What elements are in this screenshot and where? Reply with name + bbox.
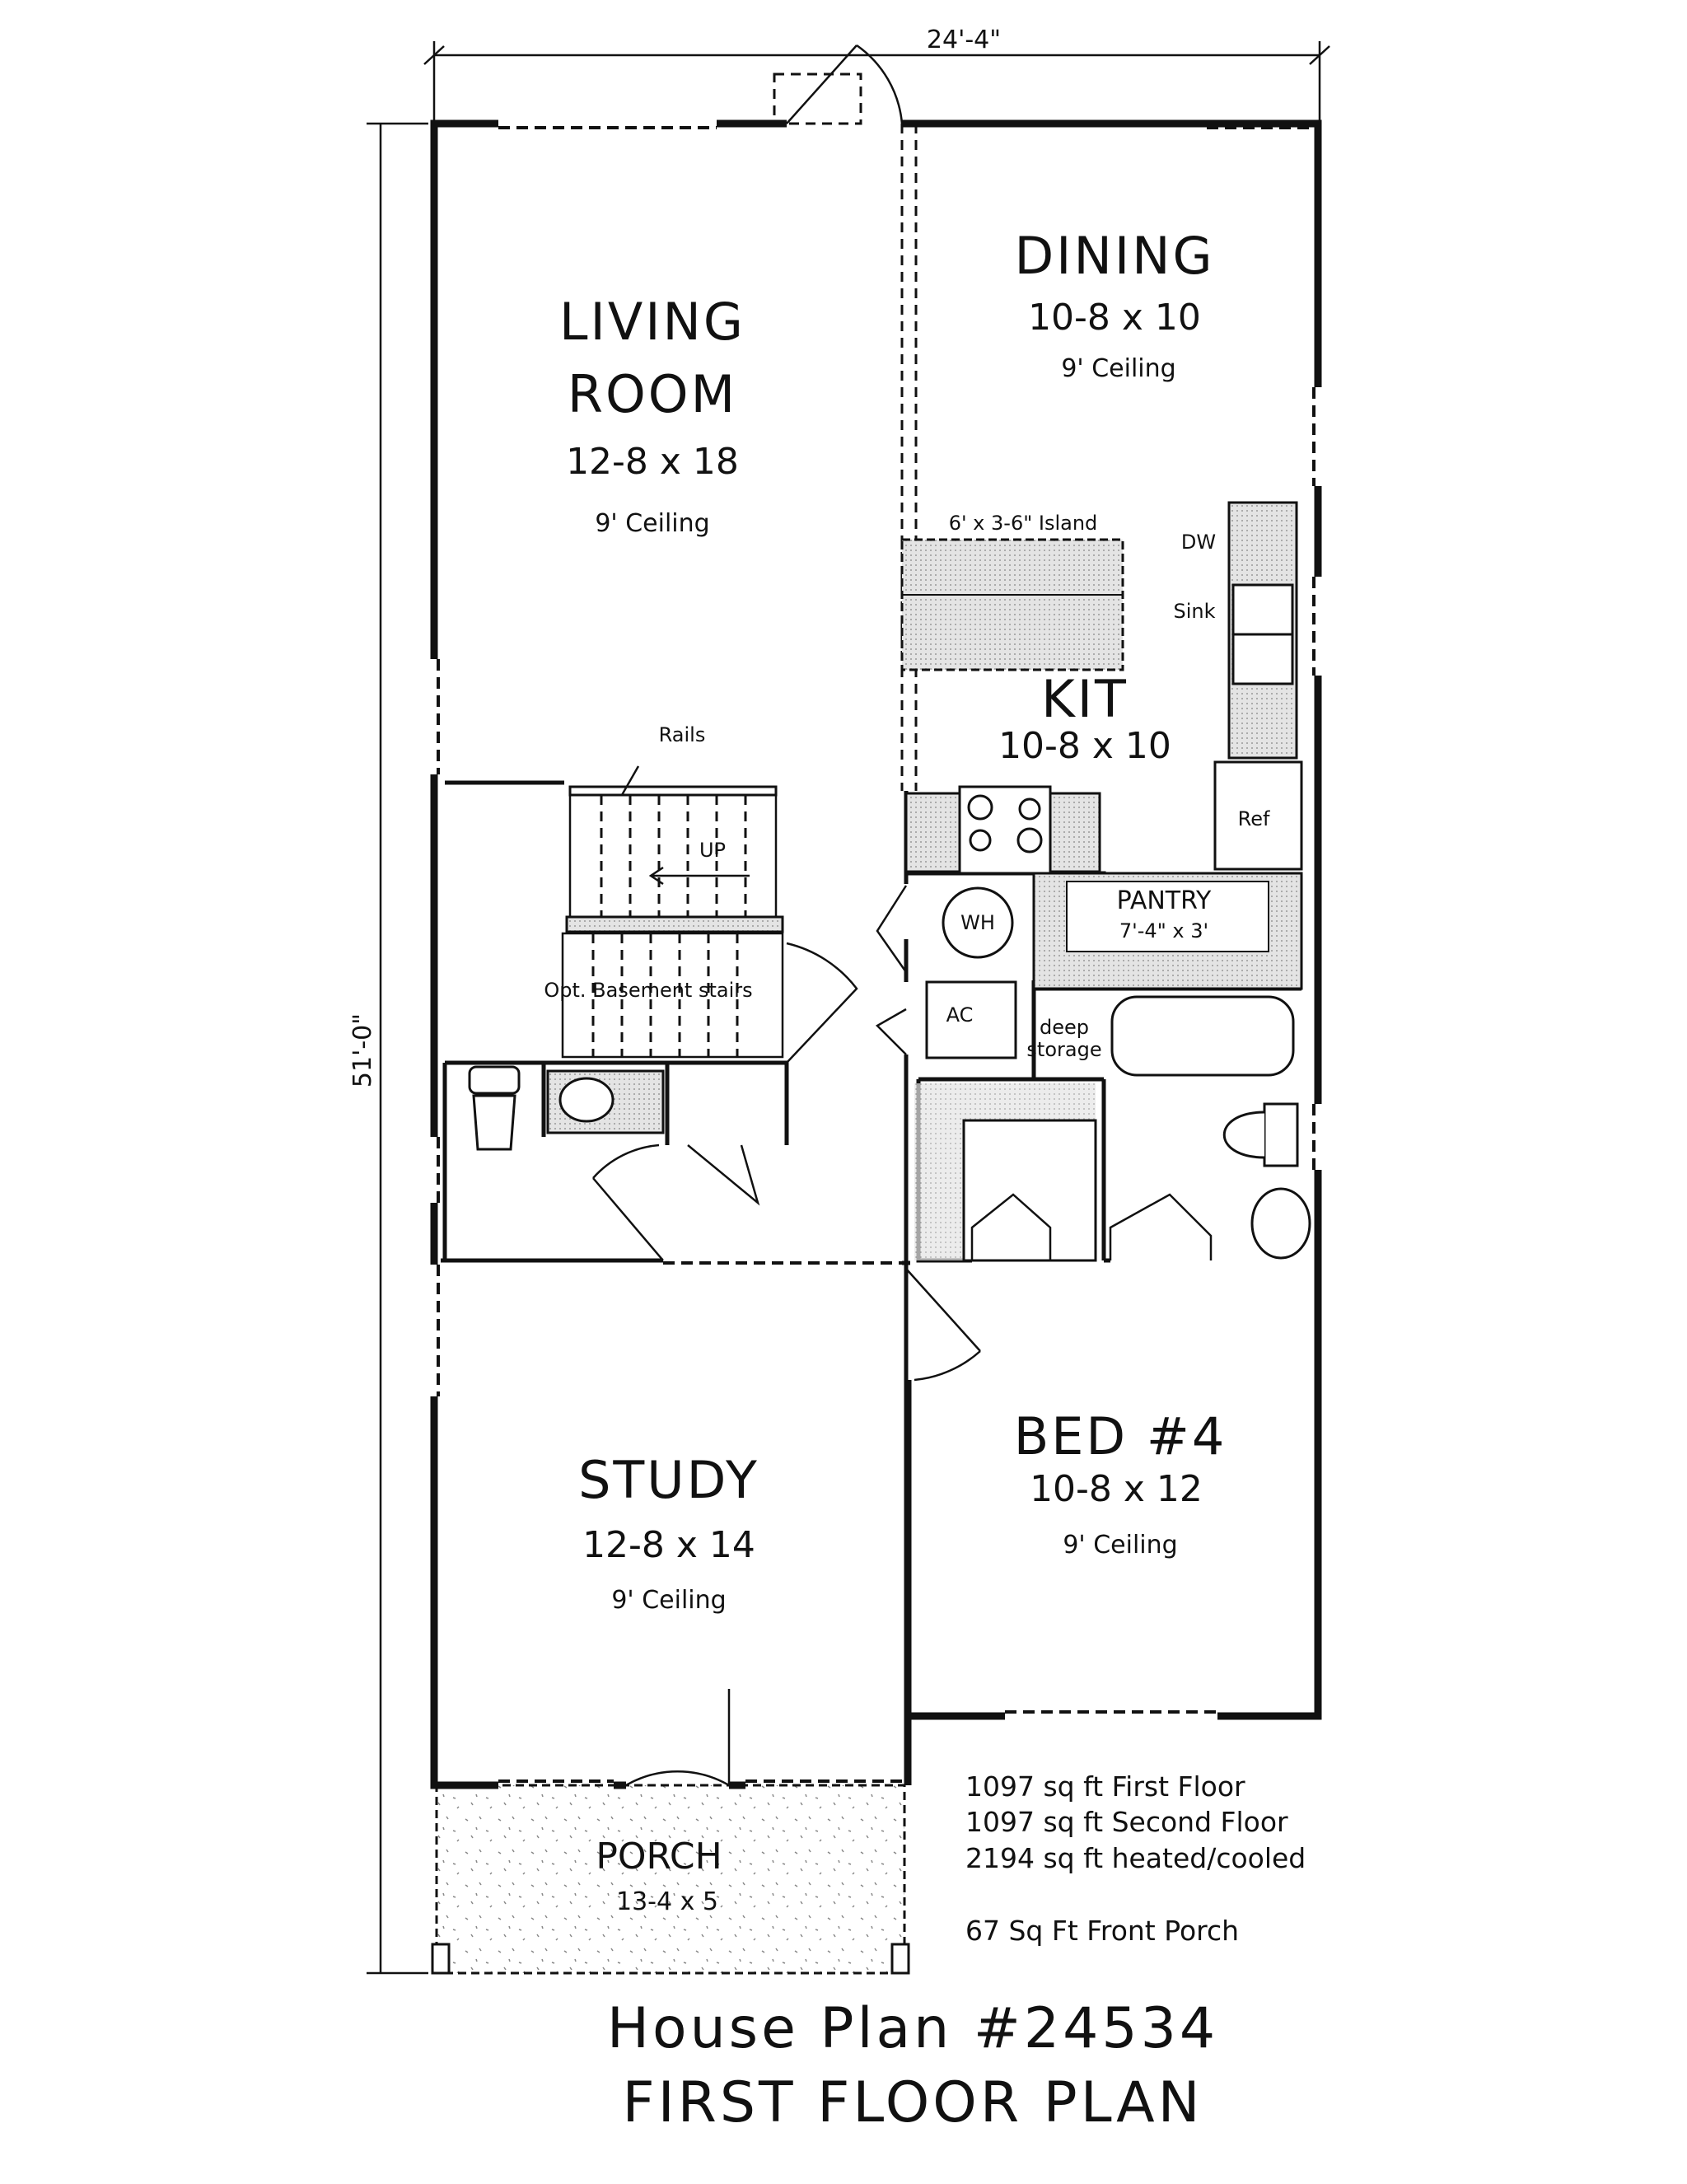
pantry-size: 7'-4" x 3'	[1119, 919, 1208, 942]
study-size: 12-8 x 14	[582, 1524, 755, 1566]
exterior-walls	[430, 119, 1322, 1789]
dw-label: DW	[1181, 531, 1216, 554]
stairs: Rails UP Opt. Basement stairs	[544, 723, 784, 1059]
storage-label-1: deep	[1040, 1016, 1089, 1039]
bed4-ceiling: 9' Ceiling	[1063, 1531, 1177, 1560]
living-label-2: ROOM	[568, 364, 737, 424]
depth-dimension: 51'-0"	[348, 122, 428, 1975]
ac-unit-icon	[925, 980, 1017, 1059]
plan-title: FIRST FLOOR PLAN	[622, 2070, 1203, 2135]
area-total: 2194 sq ft heated/cooled	[965, 1842, 1306, 1874]
width-label: 24'-4"	[927, 26, 1001, 54]
area-second-floor: 1097 sq ft Second Floor	[965, 1806, 1288, 1838]
sink-label: Sink	[1173, 600, 1215, 623]
rails-label: Rails	[659, 723, 706, 746]
living-ceiling: 9' Ceiling	[595, 509, 709, 538]
study-label: STUDY	[578, 1450, 759, 1510]
basement-stairs-label: Opt. Basement stairs	[544, 979, 752, 1002]
dining-label: DINING	[1014, 226, 1214, 286]
bath-sink-icon	[1250, 1187, 1311, 1260]
plan-number: House Plan #24534	[607, 1996, 1218, 2061]
pantry-label: PANTRY	[1117, 886, 1212, 915]
kitchen-label: KIT	[1041, 669, 1129, 729]
ref-label: Ref	[1238, 807, 1270, 830]
bed4-label: BED #4	[1014, 1406, 1227, 1466]
kitchen-size: 10-8 x 10	[998, 725, 1171, 767]
porch-size: 13-4 x 5	[616, 1887, 718, 1916]
island-label: 6' x 3-6" Island	[949, 512, 1098, 535]
area-first-floor: 1097 sq ft First Floor	[965, 1770, 1245, 1803]
island	[900, 538, 1124, 671]
dining-size: 10-8 x 10	[1028, 297, 1201, 339]
toilet-icon	[468, 1065, 521, 1095]
depth-label: 51'-0"	[348, 1013, 377, 1087]
porch-label: PORCH	[596, 1836, 722, 1878]
lavatory-icon	[558, 1077, 615, 1123]
toilet-icon-2	[1263, 1102, 1299, 1167]
refrigerator-icon	[1213, 760, 1303, 871]
width-dimension: 24'-4"	[423, 26, 1330, 124]
storage-label-2: storage	[1026, 1038, 1101, 1061]
water-heater-icon	[942, 886, 1014, 959]
wh-label: WH	[960, 911, 995, 934]
living-size: 12-8 x 18	[566, 441, 739, 483]
bathtub-icon	[1110, 995, 1295, 1077]
ac-label: AC	[946, 1003, 974, 1027]
living-label-1: LIVING	[559, 292, 745, 352]
porch-slab	[435, 1784, 906, 1975]
dining-ceiling: 9' Ceiling	[1061, 354, 1175, 383]
up-label: UP	[699, 839, 726, 862]
area-porch: 67 Sq Ft Front Porch	[965, 1915, 1239, 1947]
kitchen-fixtures: 6' x 3-6" Island DW Sink Ref	[900, 501, 1303, 990]
bed4-size: 10-8 x 12	[1030, 1468, 1203, 1510]
study-ceiling: 9' Ceiling	[611, 1586, 726, 1615]
